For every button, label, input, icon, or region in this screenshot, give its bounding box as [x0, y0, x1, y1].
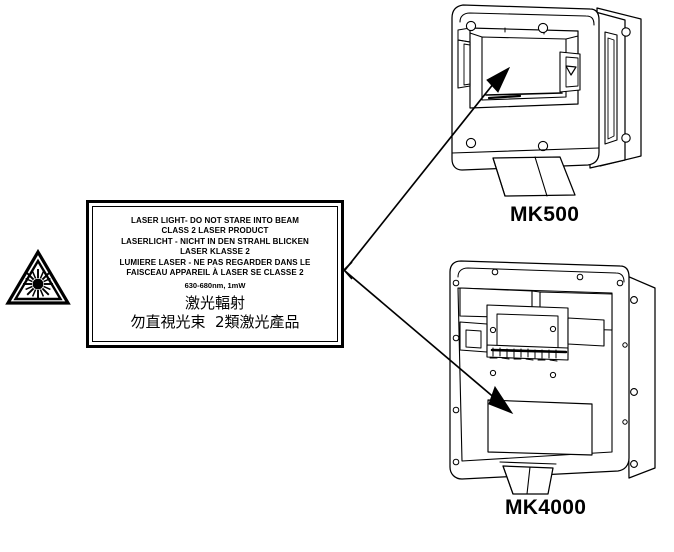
device-mk500-illustration	[451, 4, 642, 197]
warning-line-en-2: CLASS 2 LASER PRODUCT	[161, 226, 269, 235]
warning-line-de-1: LASERLICHT - NICHT IN DEN STRAHL BLICKEN	[121, 236, 309, 246]
warning-line-cjk-2: 勿直視光束 2類激光產品	[130, 312, 300, 331]
warning-line-en-1: LASER LIGHT- DO NOT STARE INTO BEAM	[130, 215, 300, 225]
laser-warning-label: LASER LIGHT- DO NOT STARE INTO BEAM CLAS…	[86, 200, 344, 348]
warning-line-fr-1: LUMIERE LASER - NE PAS REGARDER DANS LE	[119, 257, 311, 267]
device-caption-mk4000: MK4000	[505, 496, 587, 519]
warning-line-cjk-1: 激光輻射	[184, 293, 245, 312]
laser-radiation-triangle-icon	[5, 248, 71, 305]
device-caption-mk500: MK500	[510, 203, 580, 226]
laser-warning-label-inner: LASER LIGHT- DO NOT STARE INTO BEAM CLAS…	[92, 206, 338, 342]
warning-line-fr-2: FAISCEAU APPAREIL À LASER SE CLASSE 2	[126, 268, 304, 277]
callout-arrows	[343, 66, 514, 415]
callout-mk4000-arrow	[344, 270, 514, 415]
callout-mk500-arrow	[344, 66, 511, 271]
warning-line-spec: 630-680nm, 1mW	[184, 280, 246, 290]
warning-line-de-2: LASER KLASSE 2	[180, 247, 250, 256]
device-mk4000-illustration	[449, 260, 656, 495]
